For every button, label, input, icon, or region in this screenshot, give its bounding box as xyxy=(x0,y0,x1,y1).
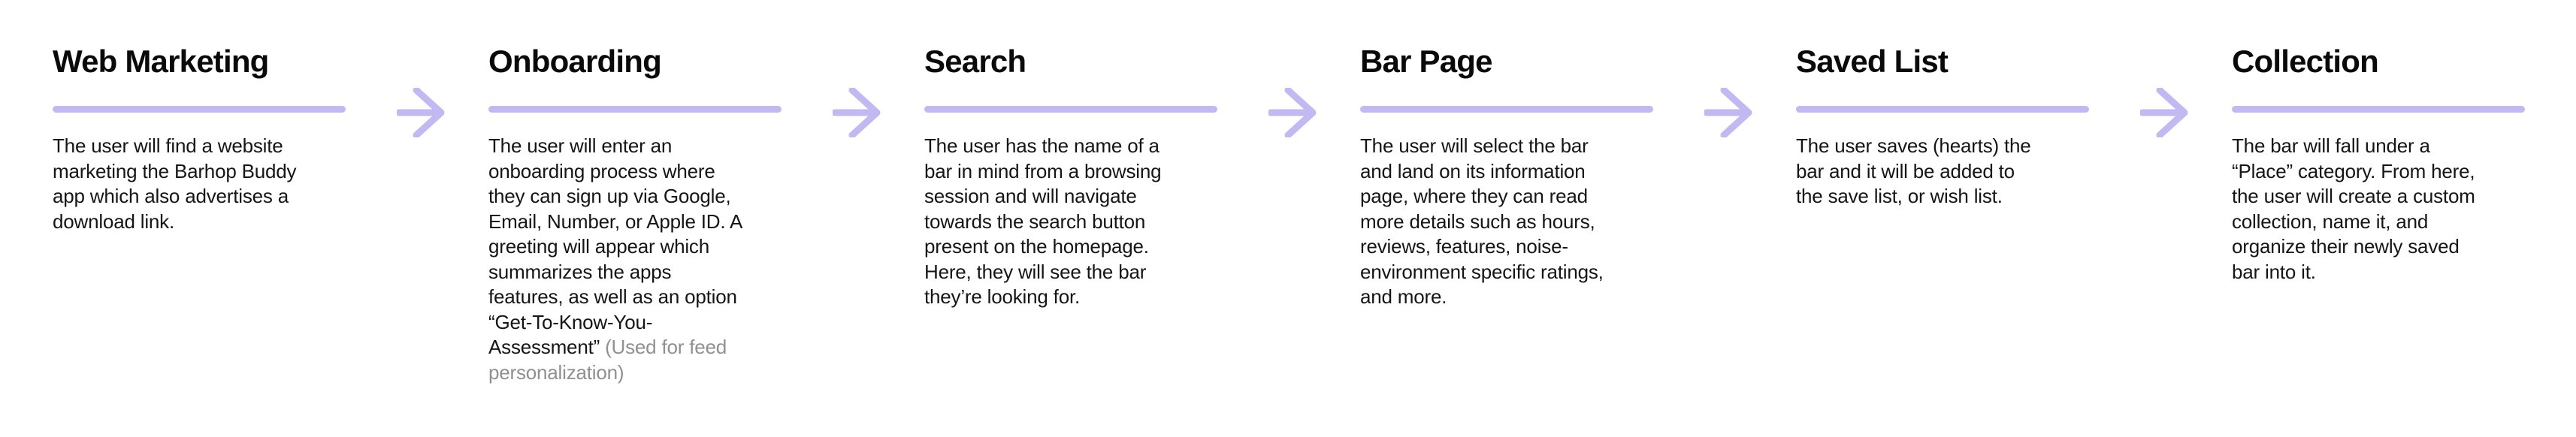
flow-arrow-2 xyxy=(789,45,924,137)
stage-description: The user will find a website marketing t… xyxy=(53,134,353,234)
stage-underline xyxy=(53,106,346,113)
stage-onboarding: Onboarding The user will enter an onboar… xyxy=(488,45,789,385)
stage-title: Search xyxy=(924,44,1026,79)
arrow-right-icon xyxy=(2140,88,2188,137)
stage-search: Search The user has the name of a bar in… xyxy=(924,45,1225,310)
flow-arrow-3 xyxy=(1225,45,1360,137)
stage-description-main: The user saves (hearts) the bar and it w… xyxy=(1796,134,2031,207)
stage-title: Saved List xyxy=(1796,44,1949,79)
flow-arrow-4 xyxy=(1661,45,1796,137)
stage-title: Collection xyxy=(2232,44,2379,79)
arrow-right-icon xyxy=(1268,88,1317,137)
stage-underline xyxy=(488,106,782,113)
stage-title: Onboarding xyxy=(488,44,662,79)
flow-arrow-1 xyxy=(353,45,488,137)
stage-web-marketing: Web Marketing The user will find a websi… xyxy=(53,45,353,234)
stage-underline xyxy=(1360,106,1653,113)
stage-underline xyxy=(2232,106,2525,113)
stage-description-note: (Used for feed personalization) xyxy=(488,336,727,384)
stage-description: The user saves (hearts) the bar and it w… xyxy=(1796,134,2097,209)
stage-description-main: The bar will fall under a “Place” catego… xyxy=(2232,134,2475,283)
stage-saved-list: Saved List The user saves (hearts) the b… xyxy=(1796,45,2097,209)
stage-description: The user has the name of a bar in mind f… xyxy=(924,134,1225,310)
stage-description-main: The user will select the bar and land on… xyxy=(1360,134,1604,308)
stage-description: The user will enter an onboarding proces… xyxy=(488,134,789,385)
stage-underline xyxy=(924,106,1217,113)
stage-description-main: The user will enter an onboarding proces… xyxy=(488,134,743,358)
stage-title: Web Marketing xyxy=(53,44,269,79)
stage-bar-page: Bar Page The user will select the bar an… xyxy=(1360,45,1661,310)
arrow-right-icon xyxy=(833,88,881,137)
stage-description: The user will select the bar and land on… xyxy=(1360,134,1661,310)
stage-title: Bar Page xyxy=(1360,44,1493,79)
flow-arrow-5 xyxy=(2097,45,2232,137)
arrow-right-icon xyxy=(397,88,445,137)
stage-description-main: The user will find a website marketing t… xyxy=(53,134,297,233)
stage-underline xyxy=(1796,106,2089,113)
stage-description: The bar will fall under a “Place” catego… xyxy=(2232,134,2532,285)
stage-collection: Collection The bar will fall under a “Pl… xyxy=(2232,45,2532,285)
arrow-right-icon xyxy=(1704,88,1752,137)
stage-description-main: The user has the name of a bar in mind f… xyxy=(924,134,1162,308)
